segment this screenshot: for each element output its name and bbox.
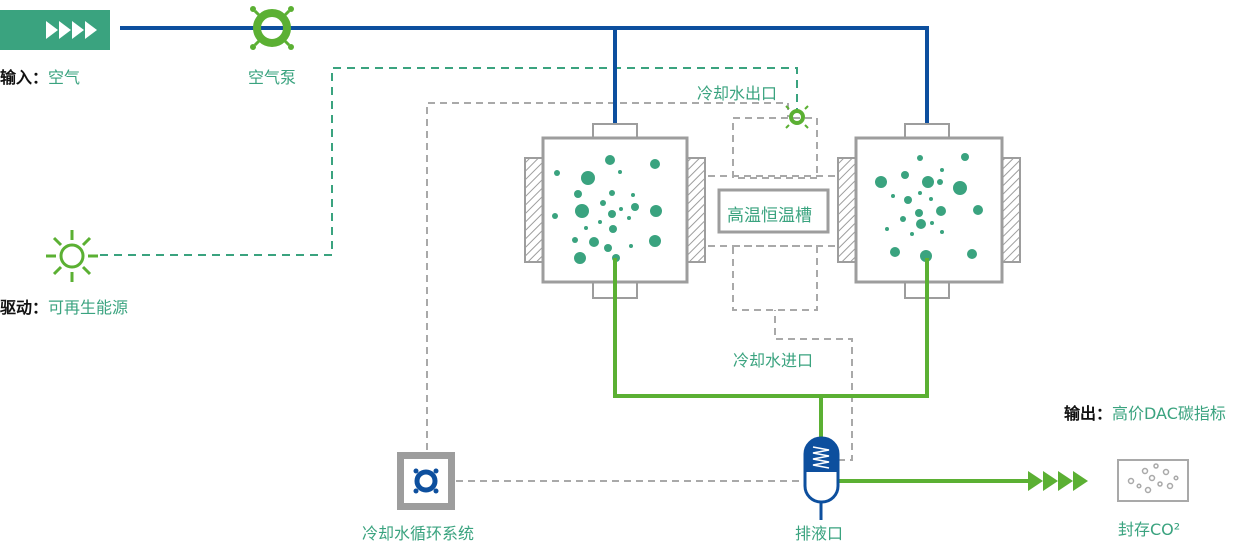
drain-icon [803, 436, 840, 520]
sun-icon [46, 230, 98, 282]
air-lines [120, 26, 929, 160]
drain-label: 排液口 [795, 524, 844, 543]
input-prefix: 输入： [0, 68, 49, 87]
flow-arrows [1028, 471, 1088, 491]
drive-value: 可再生能源 [48, 298, 129, 317]
co2-storage-icon [1117, 459, 1189, 502]
air-pump-label: 空气泵 [248, 68, 297, 87]
coolant-dashed-lines [426, 102, 853, 482]
drive-dashed-line [100, 67, 798, 256]
output-value: 高价DAC碳指标 [1112, 404, 1226, 423]
cooling-system-label: 冷却水循环系统 [362, 524, 475, 543]
cooling-system-icon [397, 452, 455, 510]
input-label: 输入：空气 [0, 64, 80, 88]
coolant-outlet-label: 冷却水出口 [697, 84, 778, 103]
drive-label: 驱动：可再生能源 [0, 294, 128, 318]
coolant-inlet-label: 冷却水进口 [733, 351, 814, 370]
output-label: 输出：高价DAC碳指标 [1064, 400, 1226, 424]
bath-label: 高温恒温槽 [727, 206, 812, 226]
drive-prefix: 驱动： [0, 298, 49, 317]
storage-label: 封存CO² [1118, 520, 1181, 539]
bath-box [717, 188, 830, 234]
air-pump-icon [250, 6, 294, 50]
product-lines [613, 258, 1035, 483]
input-arrow-box [0, 10, 110, 50]
coolant-outlet-icon [785, 105, 809, 129]
bath-dashed-frame [708, 117, 838, 311]
input-value: 空气 [48, 68, 81, 87]
output-prefix: 输出： [1064, 404, 1113, 423]
